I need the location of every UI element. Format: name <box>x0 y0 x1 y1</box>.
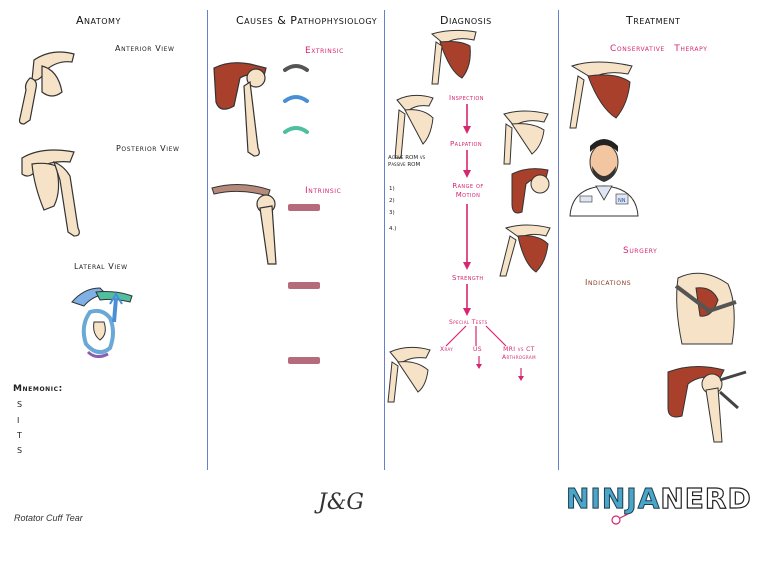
extrinsic-marker-blue <box>283 95 309 103</box>
anterior-shoulder-illustration <box>18 51 75 125</box>
intrinsic-tendon-sample-3 <box>288 357 320 364</box>
divider-3 <box>558 10 559 470</box>
surgery-repair-illustration <box>667 366 747 443</box>
intrinsic-tendon-sample-1 <box>288 204 320 211</box>
rom-right-shoulder-illustration <box>511 168 550 214</box>
step-range-of-motion: Range of Motion <box>452 182 484 199</box>
rom-note: Active ROM vs Passive ROM <box>388 155 426 168</box>
xray-shoulder-illustration <box>387 346 431 403</box>
anterior-view-label: Anterior View <box>115 44 175 53</box>
list-marker-1: 1) <box>389 186 395 192</box>
posterior-view-label: Posterior View <box>116 144 180 153</box>
arrow-palpation-to-rom <box>463 150 471 178</box>
arrow-us-down <box>476 356 482 369</box>
svg-text:NN: NN <box>618 198 626 204</box>
signature: J&G <box>318 490 364 515</box>
extrinsic-label: Extrinsic <box>305 46 344 56</box>
surgery-arthroscopy-illustration <box>674 272 737 345</box>
surgery-label: Surgery <box>623 246 658 256</box>
palpation-right-shoulder-illustration <box>503 110 549 165</box>
diagnosis-top-shoulder-illustration <box>430 29 477 85</box>
inspection-left-shoulder-illustration <box>394 94 434 159</box>
arrow-inspection-to-palpation <box>463 104 471 134</box>
logo-glasses-icon <box>611 513 629 525</box>
divider-2 <box>384 10 385 470</box>
extrinsic-marker-gray <box>283 64 309 72</box>
imaging-us: US <box>473 346 483 353</box>
mnemonic-letter-t: T <box>17 431 23 440</box>
arrow-rom-to-strength <box>463 204 471 270</box>
posterior-shoulder-illustration <box>21 149 80 237</box>
list-marker-2: 2) <box>389 198 395 204</box>
extrinsic-shoulder-illustration <box>213 62 267 157</box>
lateral-view-label: Lateral View <box>74 262 128 271</box>
mnemonic-letter-s1: S <box>17 400 23 409</box>
strength-right-shoulder-illustration <box>499 224 551 277</box>
step-special-tests: Special Tests <box>449 319 488 326</box>
conservative-therapy-label: Conservative Therapy <box>610 44 708 54</box>
mnemonic-letter-i: I <box>17 416 20 425</box>
physician-avatar: NN <box>569 139 639 217</box>
list-marker-3: 3) <box>389 210 395 216</box>
diagnosis-title: Diagnosis <box>440 14 492 27</box>
list-marker-4: 4.) <box>389 226 397 232</box>
arrow-mri-down <box>518 368 524 381</box>
extrinsic-marker-teal <box>283 126 309 134</box>
imaging-mri-ct: MRI vs CT Arthrogram <box>502 346 536 361</box>
intrinsic-shoulder-illustration <box>211 184 277 265</box>
treatment-title: Treatment <box>626 14 681 27</box>
mnemonic-title: Mnemonic: <box>13 384 63 394</box>
arrow-strength-to-special-tests <box>463 284 471 316</box>
ninja-nerd-logo: NINJANERD <box>565 481 758 526</box>
mnemonic-letter-s2: S <box>17 446 23 455</box>
indications-label: Indications <box>585 278 632 287</box>
lateral-view-illustration <box>71 287 133 359</box>
logo-ninja-text: NINJA <box>565 482 661 516</box>
topic-title: Rotator Cuff Tear <box>14 513 83 523</box>
divider-1 <box>207 10 208 470</box>
special-tests-branches <box>445 325 507 347</box>
step-strength: Strength <box>452 274 484 282</box>
imaging-xray: Xray <box>440 346 454 353</box>
intrinsic-label: Intrinsic <box>305 186 342 196</box>
intrinsic-tendon-sample-2 <box>288 282 320 289</box>
step-inspection: Inspection <box>449 94 484 102</box>
anatomy-title: Anatomy <box>76 14 121 27</box>
step-palpation: Palpation <box>450 140 482 148</box>
conservative-shoulder-illustration <box>569 61 633 129</box>
logo-nerd-text: NERD <box>660 481 752 515</box>
causes-title: Causes & Pathophysiology <box>236 14 378 27</box>
